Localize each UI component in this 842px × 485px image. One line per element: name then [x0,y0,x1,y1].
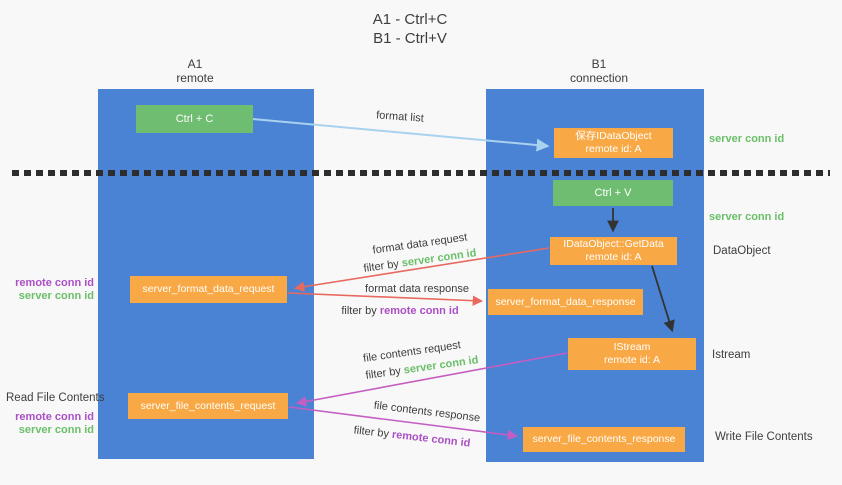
filter-by-text: filter by [362,258,400,275]
dataobject-label: DataObject [713,245,771,257]
left-conn-id-stack-bottom: remote conn id server conn id [6,411,94,437]
server-format-data-request-box[interactable]: server_format_data_request [130,276,287,303]
istream-box[interactable]: IStream remote id: A [568,338,696,370]
server-format-data-response-label: server_format_data_response [495,295,636,308]
ctrl-v-label: Ctrl + V [594,186,632,199]
filter-by-text: filter by [341,305,377,317]
ctrl-v-box[interactable]: Ctrl + V [553,180,673,206]
filter-by-text: filter by [364,365,402,382]
server-file-contents-request-box[interactable]: server_file_contents_request [128,393,288,419]
remote-conn-id-text: remote conn id [379,305,459,317]
write-file-contents-label: Write File Contents [715,431,813,443]
filter-by-text: filter by [353,424,390,441]
server-format-data-request-label: server_format_data_request [142,283,275,295]
idataobject-getdata-box[interactable]: IDataObject::GetData remote id: A [550,237,677,265]
getdata-line1: IDataObject::GetData [563,238,664,250]
right-column-header-id: B1 [591,57,607,71]
server-file-contents-response-label: server_file_contents_response [532,433,676,445]
file-contents-response-label: file contents response [373,399,481,425]
save-idataobject-line2: remote id: A [585,143,642,155]
filter-by-remote-conn-2: filter by remote conn id [353,424,471,449]
title-line-1: A1 - Ctrl+C [372,11,448,28]
read-file-contents-label: Read File Contents [6,392,105,404]
format-data-response-label: format data response [365,283,469,295]
save-idataobject-box[interactable]: 保存IDataObject remote id: A [554,128,673,158]
title-line-2: B1 - Ctrl+V [373,30,447,47]
ctrl-c-label: Ctrl + C [175,112,214,125]
dashed-divider [12,170,830,176]
server-file-contents-response-box[interactable]: server_file_contents_response [523,427,685,452]
diagram-title: A1 - Ctrl+C B1 - Ctrl+V [320,10,500,48]
server-conn-id-label-right-2: server conn id [709,211,785,223]
server-conn-id-label-right-1: server conn id [709,133,785,145]
remote-conn-id-text: remote conn id [391,428,471,450]
left-column-header: A1 remote [135,57,255,85]
right-column-header: B1 connection [539,57,659,85]
remote-conn-id-label: remote conn id [15,411,94,423]
server-conn-id-label: server conn id [18,424,94,436]
istream-side-label: Istream [712,349,751,361]
left-conn-id-stack-top: remote conn id server conn id [6,277,94,303]
server-conn-id-label: server conn id [18,290,94,302]
istream-line1: IStream [613,341,651,353]
istream-line2: remote id: A [603,354,661,366]
remote-conn-id-label: remote conn id [15,277,94,289]
filter-by-remote-conn-1: filter by remote conn id [341,305,458,317]
right-column-header-role: connection [569,71,629,85]
format-list-label: format list [375,109,425,125]
save-idataobject-line1: 保存IDataObject [575,130,652,142]
left-column-header-role: remote [176,71,214,85]
getdata-line2: remote id: A [585,251,642,263]
left-column-header-id: A1 [187,57,203,71]
server-format-data-response-box[interactable]: server_format_data_response [488,289,643,315]
ctrl-c-box[interactable]: Ctrl + C [136,105,253,133]
server-file-contents-request-label: server_file_contents_request [140,399,276,412]
